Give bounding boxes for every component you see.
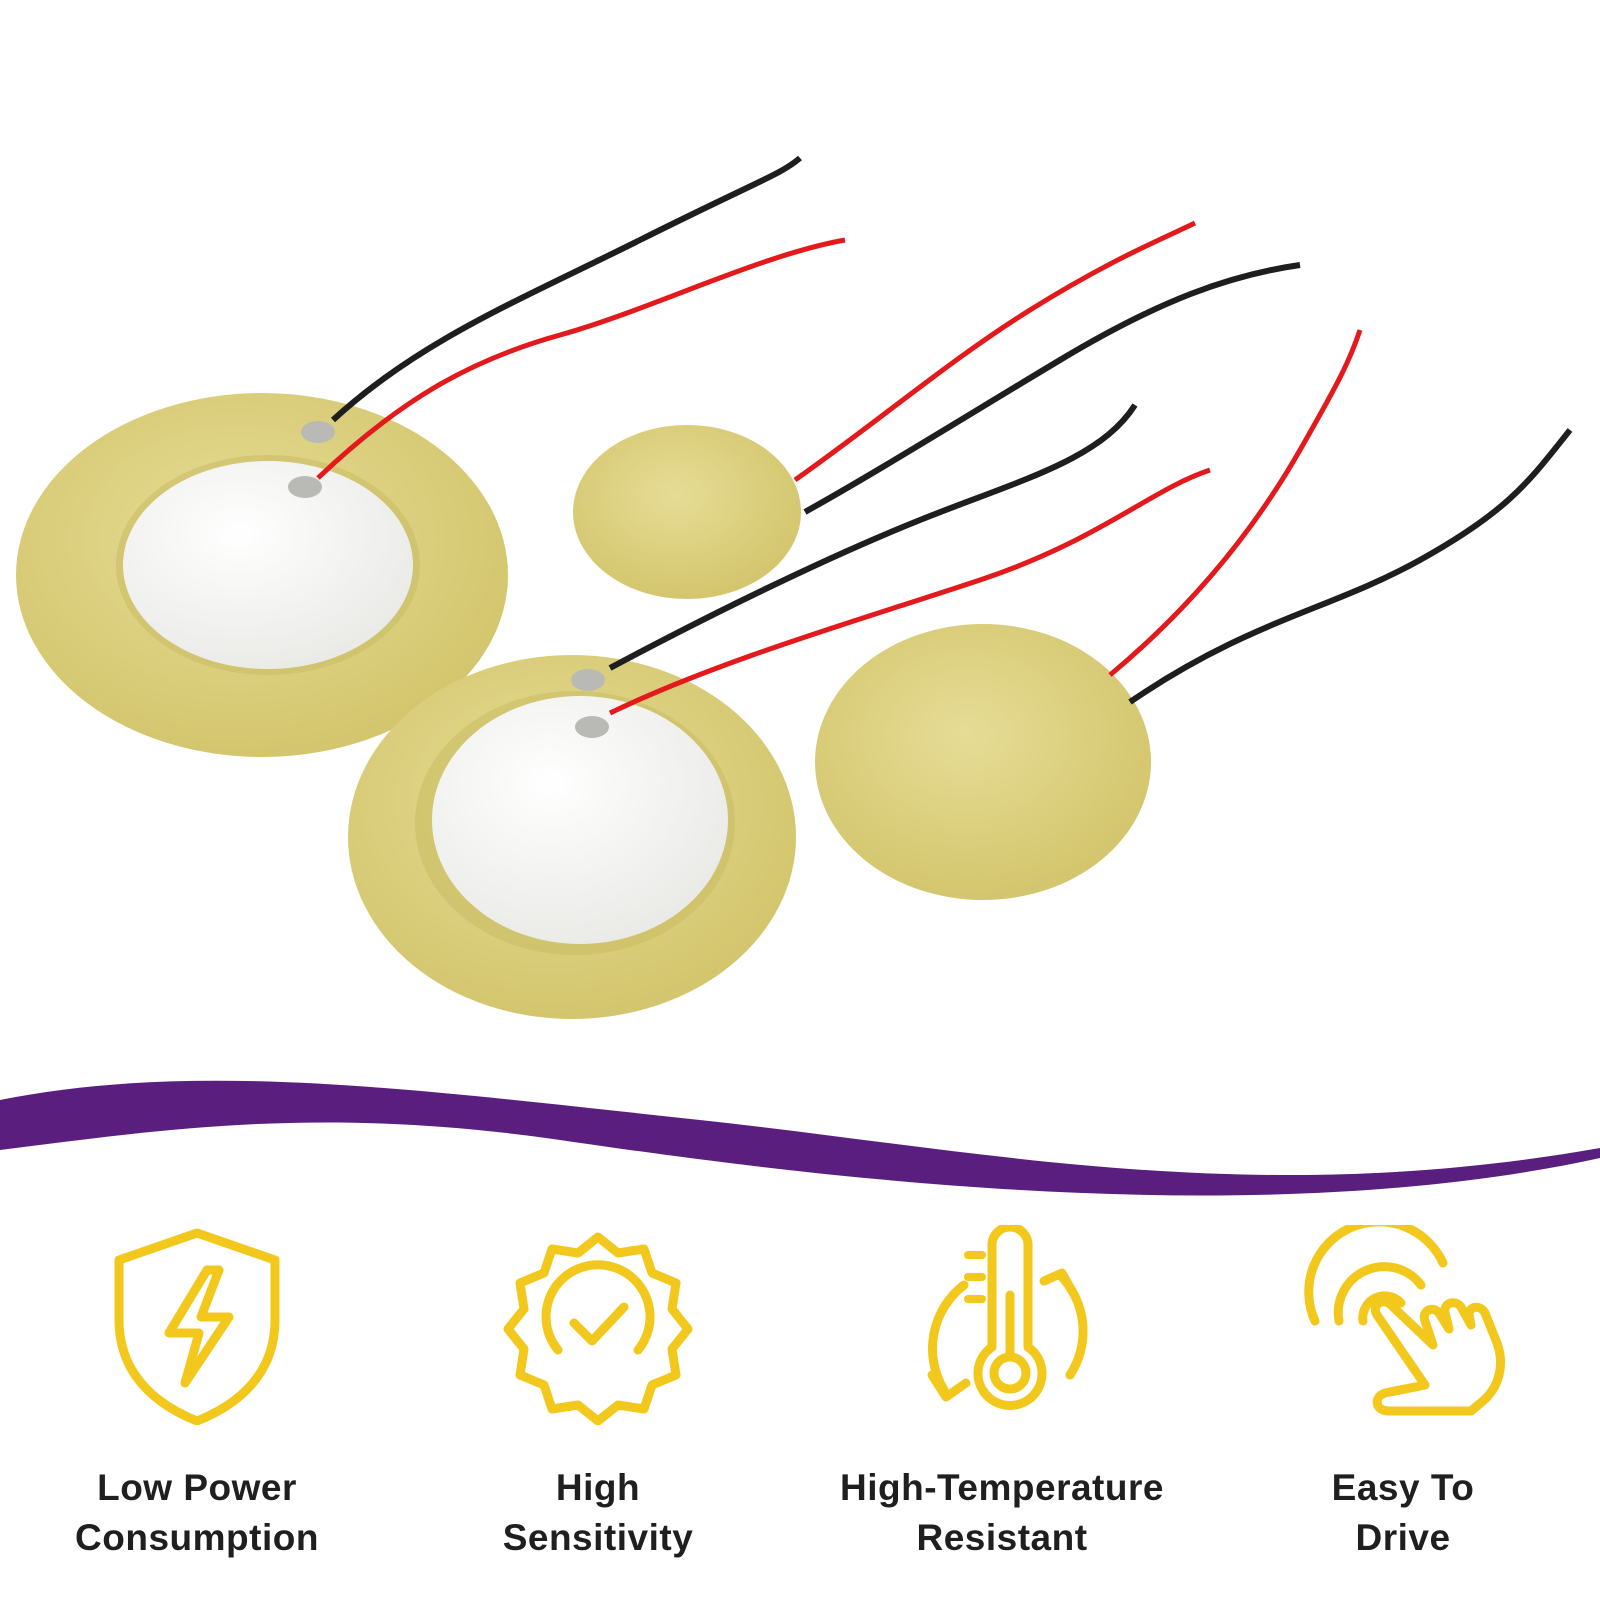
piezo-disc-medium-with-ceramic — [348, 403, 1211, 1019]
hand-tap-icon — [1304, 1225, 1505, 1416]
badge-check-icon — [503, 1232, 693, 1425]
feature-low-power: Low Power Consumption — [17, 1225, 377, 1563]
piezo-disc-small — [573, 220, 1301, 599]
purple-wave-divider — [0, 1080, 1600, 1196]
shield-lightning-icon — [114, 1228, 280, 1425]
feature-label: Low Power Consumption — [75, 1467, 319, 1558]
feature-easy-to-drive: Easy To Drive — [1223, 1225, 1583, 1563]
feature-label: Easy To Drive — [1331, 1467, 1475, 1558]
piezo-disc-medium-plain — [815, 329, 1573, 900]
piezo-disc-large-top-left — [16, 155, 846, 757]
thermometer-cycle-icon — [927, 1225, 1088, 1410]
feature-high-sensitivity: High Sensitivity — [418, 1225, 778, 1563]
feature-row: Low Power Consumption High Sensitivity — [0, 1225, 1600, 1565]
feature-label: High Sensitivity — [502, 1467, 694, 1558]
feature-high-temperature: High-Temperature Resistant — [822, 1225, 1182, 1563]
feature-label: High-Temperature Resistant — [840, 1467, 1164, 1558]
